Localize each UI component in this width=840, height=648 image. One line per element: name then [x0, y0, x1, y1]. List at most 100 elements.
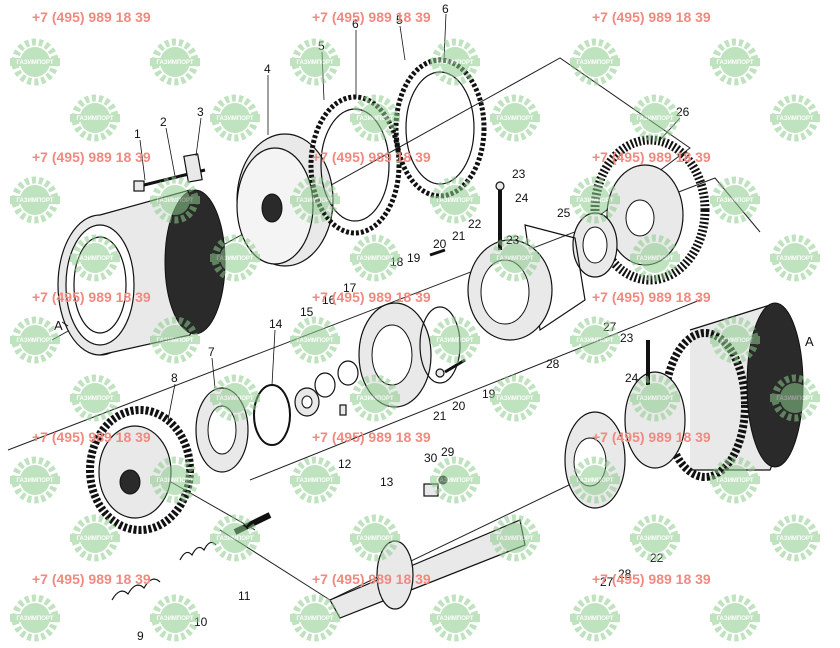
part-label: 6	[442, 2, 449, 16]
watermark-brand-text: ГАЗИМПОРТ	[637, 116, 674, 122]
watermark-phone: +7 (495) 989 18 39	[312, 571, 431, 587]
watermark-brand-text: ГАЗИМПОРТ	[497, 116, 534, 122]
watermark-brand-text: ГАЗИМПОРТ	[777, 396, 814, 402]
watermark-gear-logo-icon: ГАЗИМПОРТ	[630, 374, 680, 422]
watermark-phones: +7 (495) 989 18 39 +7 (495) 989 18 39 +7…	[32, 9, 711, 587]
watermark-brand-text: ГАЗИМПОРТ	[437, 60, 474, 66]
watermark-phone: +7 (495) 989 18 39	[32, 9, 151, 25]
watermark-gear-logo-icon: ГАЗИМПОРТ	[10, 176, 60, 224]
watermark-phone: +7 (495) 989 18 39	[312, 429, 431, 445]
watermark-brand-text: ГАЗИМПОРТ	[497, 256, 534, 262]
watermark-brand-text: ГАЗИМПОРТ	[437, 198, 474, 204]
part-label: 28	[546, 357, 560, 371]
washer-16	[314, 372, 336, 398]
spring-10	[179, 541, 217, 561]
part-label: 23	[620, 331, 634, 345]
watermark-brand-text: ГАЗИМПОРТ	[157, 478, 194, 484]
part-label: 20	[452, 399, 466, 413]
watermark-brand-text: ГАЗИМПОРТ	[157, 60, 194, 66]
part-label: 30	[424, 451, 438, 465]
watermark-gear-logo-icon: ГАЗИМПОРТ	[70, 234, 120, 282]
watermark-gear-logo-icon: ГАЗИМПОРТ	[350, 234, 400, 282]
watermark-gear-logo-icon: ГАЗИМПОРТ	[770, 234, 820, 282]
watermark-brand-text: ГАЗИМПОРТ	[777, 116, 814, 122]
watermark-gear-logo-icon: ГАЗИМПОРТ	[10, 316, 60, 364]
watermark-brand-text: ГАЗИМПОРТ	[637, 256, 674, 262]
watermark-brand-text: ГАЗИМПОРТ	[437, 478, 474, 484]
part-label: A	[54, 318, 63, 333]
watermark-brand-text: ГАЗИМПОРТ	[577, 338, 614, 344]
watermark-gear-logo-icon: ГАЗИМПОРТ	[290, 594, 340, 642]
watermark-brand-text: ГАЗИМПОРТ	[357, 256, 394, 262]
watermark-phone: +7 (495) 989 18 39	[592, 429, 711, 445]
watermark-gear-logo-icon: ГАЗИМПОРТ	[430, 38, 480, 86]
watermark-gear-logo-icon: ГАЗИМПОРТ	[150, 176, 200, 224]
watermark-brand-text: ГАЗИМПОРТ	[717, 60, 754, 66]
part-number-labels: 1 2 3 4 5 6 5 6 26 23 24 25 22 23 21 20 …	[54, 2, 814, 643]
watermark-gear-logo-icon: ГАЗИМПОРТ	[570, 38, 620, 86]
watermark-brand-text: ГАЗИМПОРТ	[497, 536, 534, 542]
watermark-gear-logo-icon: ГАЗИМПОРТ	[210, 94, 260, 142]
watermark-gear-logo-icon: ГАЗИМПОРТ	[570, 176, 620, 224]
watermark-gear-logo-icon: ГАЗИМПОРТ	[430, 176, 480, 224]
watermark-gear-logo-icon: ГАЗИМПОРТ	[770, 374, 820, 422]
watermark-brand-text: ГАЗИМПОРТ	[297, 478, 334, 484]
watermark-gear-logo-icon: ГАЗИМПОРТ	[290, 316, 340, 364]
watermark-brand-text: ГАЗИМПОРТ	[717, 198, 754, 204]
watermark-brand-text: ГАЗИМПОРТ	[297, 60, 334, 66]
watermark-gear-logo-icon: ГАЗИМПОРТ	[630, 234, 680, 282]
watermark-gear-logo-icon: ГАЗИМПОРТ	[710, 594, 760, 642]
watermark-brand-text: ГАЗИМПОРТ	[717, 478, 754, 484]
part-label: 21	[452, 229, 466, 243]
part-label: 23	[512, 167, 526, 181]
watermark-gear-logo-icon: ГАЗИМПОРТ	[570, 456, 620, 504]
part-label: 24	[515, 191, 529, 205]
watermark-brand-text: ГАЗИМПОРТ	[77, 536, 114, 542]
watermark-phone: +7 (495) 989 18 39	[592, 289, 711, 305]
clutch-hub-4	[236, 133, 334, 267]
friction-disc-6a	[393, 57, 487, 199]
watermark-gear-logo-icon: ГАЗИМПОРТ	[630, 514, 680, 562]
watermark-brand-text: ГАЗИМПОРТ	[637, 536, 674, 542]
part-label: 29	[441, 445, 455, 459]
watermark-brand-text: ГАЗИМПОРТ	[577, 60, 614, 66]
watermark-brand-text: ГАЗИМПОРТ	[497, 396, 534, 402]
part-label: 17	[343, 281, 357, 295]
watermark-gear-logo-icon: ГАЗИМПОРТ	[210, 234, 260, 282]
part-label: 6	[352, 17, 359, 31]
watermark-gear-logo-icon: ГАЗИМПОРТ	[150, 456, 200, 504]
watermark-brand-text: ГАЗИМПОРТ	[17, 60, 54, 66]
watermark-phone: +7 (495) 989 18 39	[32, 429, 151, 445]
nut-15	[294, 387, 320, 417]
watermark-gear-logo-icon: ГАЗИМПОРТ	[490, 374, 540, 422]
part-label: 27	[600, 575, 614, 589]
spring-9	[111, 578, 161, 601]
pin-12	[339, 404, 347, 416]
watermark-phone: +7 (495) 989 18 39	[32, 149, 151, 165]
watermark-gear-logo-icon: ГАЗИМПОРТ	[490, 234, 540, 282]
watermark-brand-text: ГАЗИМПОРТ	[717, 616, 754, 622]
watermark-brand-text: ГАЗИМПОРТ	[217, 536, 254, 542]
watermark-gear-logo-icon: ГАЗИМПОРТ	[10, 594, 60, 642]
watermark-brand-text: ГАЗИМПОРТ	[437, 616, 474, 622]
part-label: 9	[137, 629, 144, 643]
watermark-brand-text: ГАЗИМПОРТ	[637, 396, 674, 402]
watermark-brand-text: ГАЗИМПОРТ	[357, 116, 394, 122]
part-label: 15	[300, 305, 314, 319]
watermark-brand-text: ГАЗИМПОРТ	[17, 198, 54, 204]
watermark-brand-text: ГАЗИМПОРТ	[297, 616, 334, 622]
watermark-gear-logo-icon: ГАЗИМПОРТ	[10, 456, 60, 504]
watermark-phone: +7 (495) 989 18 39	[592, 149, 711, 165]
watermark-gear-logo-icon: ГАЗИМПОРТ	[290, 176, 340, 224]
sun-gear-8	[86, 406, 194, 534]
watermark-gear-logo-icon: ГАЗИМПОРТ	[630, 94, 680, 142]
watermark-gear-logo-icon: ГАЗИМПОРТ	[570, 316, 620, 364]
part-label: 1	[134, 127, 141, 141]
watermark-brand-text: ГАЗИМПОРТ	[577, 478, 614, 484]
watermark-gear-logo-icon: ГАЗИМПОРТ	[70, 94, 120, 142]
part-label: 3	[197, 105, 204, 119]
watermark-gear-logo-icon: ГАЗИМПОРТ	[710, 456, 760, 504]
watermark-gear-logo-icon: ГАЗИМПОРТ	[210, 374, 260, 422]
watermark-brand-text: ГАЗИМПОРТ	[437, 338, 474, 344]
watermark-brand-text: ГАЗИМПОРТ	[297, 338, 334, 344]
